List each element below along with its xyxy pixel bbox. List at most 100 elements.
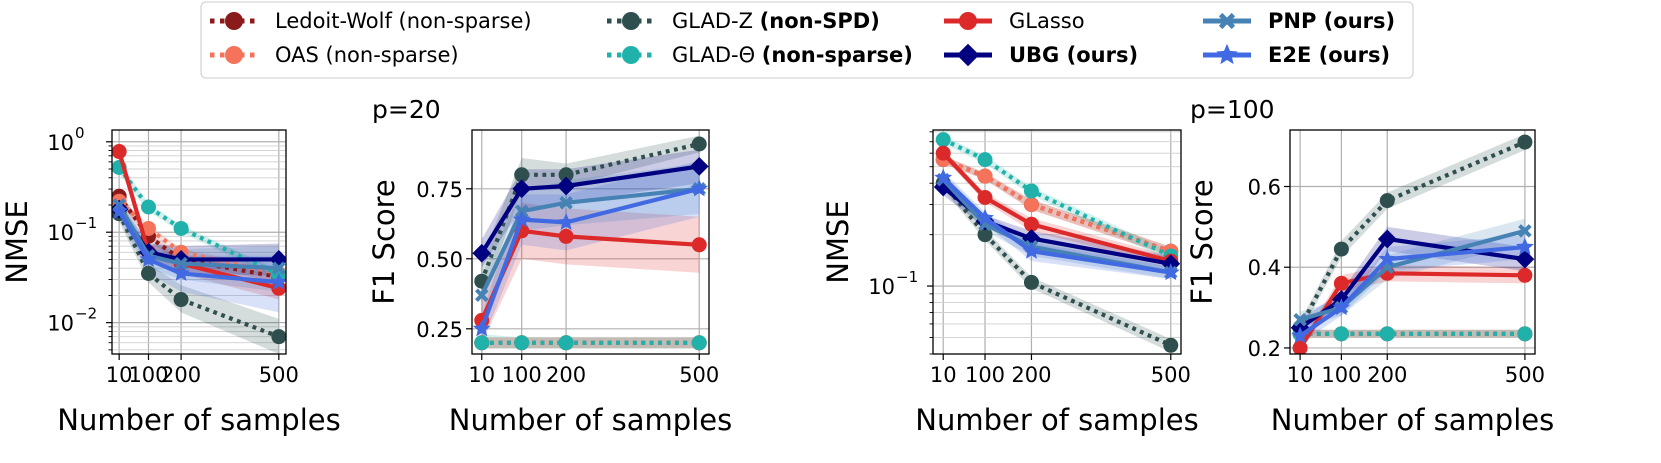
point-pnp bbox=[559, 196, 573, 210]
point-e2e bbox=[112, 202, 129, 219]
point-gladt bbox=[1023, 183, 1039, 199]
point-glasso bbox=[977, 190, 993, 206]
x-tick-label: 200 bbox=[1011, 363, 1051, 387]
legend-label-suffix: (non-SPD) bbox=[760, 9, 880, 33]
point-e2e bbox=[1022, 241, 1041, 259]
point-e2e bbox=[1161, 263, 1180, 281]
legend-label-lw: Ledoit-Wolf (non-sparse) bbox=[275, 9, 532, 33]
point-gladt bbox=[691, 335, 707, 351]
y-axis-label: F1 Score bbox=[367, 179, 401, 305]
band-oas bbox=[119, 196, 279, 279]
band-oas bbox=[481, 337, 700, 349]
grid bbox=[112, 130, 286, 354]
legend-label-text: Ledoit-Wolf bbox=[275, 9, 392, 33]
point-glasso bbox=[691, 237, 707, 253]
legend-marker-glasso bbox=[959, 12, 977, 30]
point-gladz bbox=[271, 329, 286, 345]
line-glasso bbox=[941, 151, 1172, 264]
x-axis-label: Number of samples bbox=[449, 403, 732, 437]
legend-frame bbox=[200, 1, 1414, 79]
point-gladt bbox=[514, 335, 530, 351]
line-gladz bbox=[479, 141, 700, 282]
y-tick-label: 0.2 bbox=[1248, 337, 1281, 361]
plot-frame bbox=[1289, 129, 1536, 355]
point-glasso bbox=[1517, 267, 1533, 283]
point-pnp bbox=[1518, 224, 1532, 238]
band-glasso bbox=[119, 147, 279, 300]
legend-label-text: OAS bbox=[275, 43, 319, 67]
point-e2e bbox=[472, 319, 491, 337]
point-ubg bbox=[512, 179, 532, 199]
legend-marker-ubg bbox=[956, 43, 980, 67]
band-ubg bbox=[481, 149, 700, 268]
series-lines bbox=[112, 144, 286, 345]
point-e2e bbox=[1378, 249, 1397, 267]
line-gladt bbox=[117, 166, 280, 277]
y-tick-label: 10 bbox=[47, 312, 74, 336]
legend-entry-gladt: GLAD-Θ (non-sparse) bbox=[607, 43, 913, 67]
point-e2e bbox=[139, 250, 158, 268]
point-gladt bbox=[1517, 326, 1533, 342]
point-glasso bbox=[1023, 216, 1039, 232]
legend-marker-gladt bbox=[622, 46, 640, 64]
y-tick-base: 10 bbox=[47, 312, 74, 336]
point-pnp bbox=[475, 288, 489, 302]
point-ubg bbox=[556, 176, 576, 196]
legend-marker-e2e bbox=[1216, 43, 1238, 65]
point-glasso bbox=[112, 144, 127, 160]
point-gladz bbox=[977, 227, 993, 243]
x-tick-label: 200 bbox=[1367, 363, 1407, 387]
legend-label-text: GLAD-Θ bbox=[672, 43, 762, 67]
legend-label-suffix: (non-sparse) bbox=[392, 9, 532, 33]
line-pnp bbox=[1299, 228, 1526, 322]
x-axis-label: Number of samples bbox=[1271, 403, 1554, 437]
point-ubg bbox=[1377, 229, 1397, 249]
line-e2e bbox=[941, 176, 1172, 275]
y-tick-label: 0.4 bbox=[1248, 256, 1281, 280]
point-glasso bbox=[1292, 340, 1308, 354]
series-lines bbox=[933, 132, 1181, 353]
y-axis-label: F1 Score bbox=[1185, 179, 1219, 305]
legend-label-ubg: UBG (ours) bbox=[1009, 43, 1138, 67]
panel-title: p=20 bbox=[372, 95, 441, 124]
point-e2e bbox=[690, 179, 709, 197]
band-gladz bbox=[119, 204, 279, 354]
y-tick-label: 10 bbox=[47, 221, 74, 245]
line-gladz bbox=[1298, 140, 1526, 329]
point-e2e bbox=[1291, 326, 1310, 344]
series-lines bbox=[1290, 134, 1535, 354]
x-tick-label: 100 bbox=[1321, 363, 1361, 387]
x-axis-label: Number of samples bbox=[915, 403, 1198, 437]
series-lines bbox=[472, 136, 709, 351]
plot-frame bbox=[111, 129, 287, 355]
panel-title: p=100 bbox=[1190, 95, 1275, 124]
plot-frame bbox=[471, 129, 710, 355]
point-gladz bbox=[691, 136, 707, 152]
x-tick-label: 200 bbox=[546, 363, 586, 387]
point-ubg bbox=[1515, 249, 1535, 269]
legend-entry-e2e: E2E (ours) bbox=[1203, 43, 1390, 67]
point-gladz bbox=[140, 265, 156, 281]
series-e2e bbox=[1291, 237, 1534, 344]
point-gladt bbox=[558, 335, 574, 351]
line-lw bbox=[117, 194, 280, 280]
point-glasso bbox=[558, 228, 574, 244]
point-gladt bbox=[1379, 326, 1395, 342]
point-gladt bbox=[140, 199, 156, 215]
legend-label-text: GLasso bbox=[1009, 9, 1085, 33]
point-e2e bbox=[557, 213, 576, 230]
y-tick-base: 10 bbox=[47, 131, 74, 155]
legend-label-e2e: E2E (ours) bbox=[1268, 43, 1390, 67]
point-gladt bbox=[173, 220, 189, 236]
legend-label-suffix: E2E (ours) bbox=[1268, 43, 1390, 67]
x-tick-label: 500 bbox=[1151, 363, 1191, 387]
legend-marker-gladz bbox=[622, 12, 640, 30]
point-gladz bbox=[514, 167, 530, 183]
line-pnp bbox=[479, 186, 700, 297]
point-gladz bbox=[1379, 193, 1395, 209]
x-tick-label: 10 bbox=[1287, 363, 1314, 387]
band-glasso bbox=[1300, 265, 1525, 352]
y-tick-label: 0.75 bbox=[416, 178, 463, 202]
